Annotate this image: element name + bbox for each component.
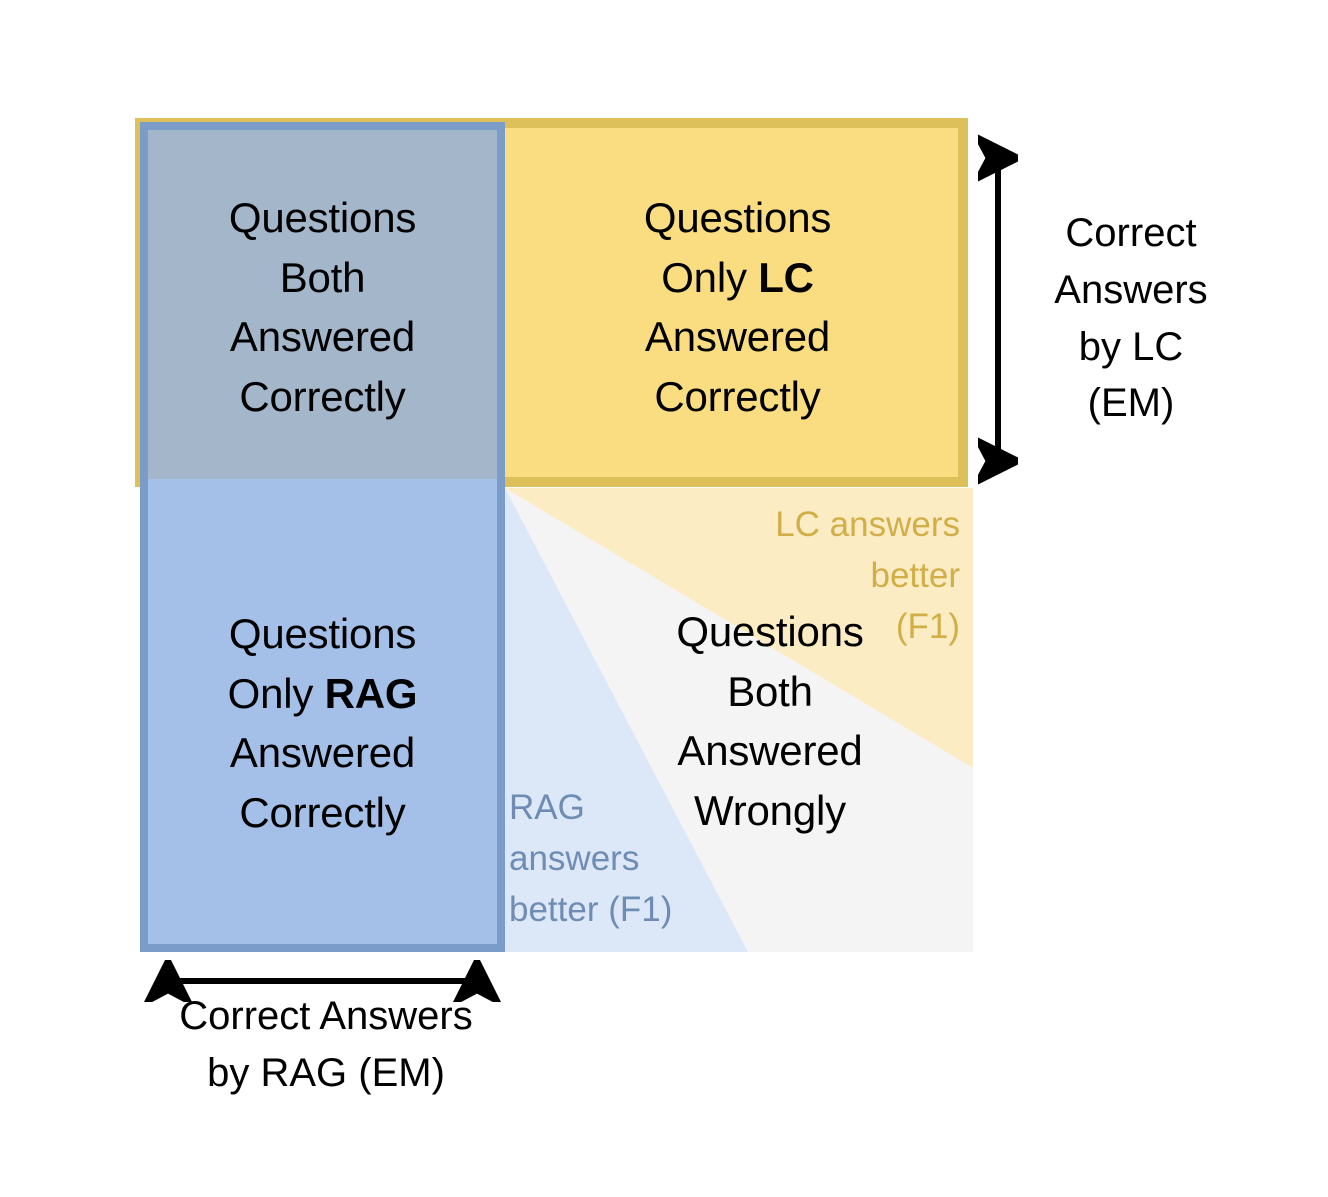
- annotation-rag-answers-better: RAG answers better (F1): [509, 788, 673, 929]
- lc-label-suffix: Answered Correctly: [644, 313, 831, 420]
- quadrant-label-lc-only: Questions Only LC Answered Correctly: [515, 188, 960, 427]
- x-axis-label: Correct Answers by RAG (EM): [179, 994, 473, 1095]
- rag-label-prefix: Questions Only: [227, 610, 417, 717]
- wedge-overlay: [505, 488, 973, 952]
- x-axis-arrow-icon: [141, 960, 504, 1002]
- y-axis-arrow-icon: [978, 132, 1018, 487]
- y-axis-label: Correct Answers by LC (EM): [1054, 211, 1208, 426]
- lc-label-bold: LC: [758, 253, 814, 301]
- annotation-lc-answers-better: LC answers better (F1): [775, 505, 960, 646]
- quadrant-label-both-wrong: Questions Both Answered Wrongly: [676, 608, 864, 834]
- lc-better-wedge: [505, 488, 973, 768]
- rag-label-suffix: Answered Correctly: [229, 729, 416, 836]
- lc-label-prefix: Questions Only: [643, 194, 832, 301]
- quadrant-both-answered-correctly: [148, 130, 497, 479]
- rag-better-wedge: [505, 488, 748, 952]
- quadrant-label-rag-only: Questions Only RAG Answered Correctly: [140, 604, 505, 843]
- quadrant-label-both-correct: Questions Both Answered Correctly: [228, 194, 417, 420]
- rag-label-bold: RAG: [324, 669, 418, 717]
